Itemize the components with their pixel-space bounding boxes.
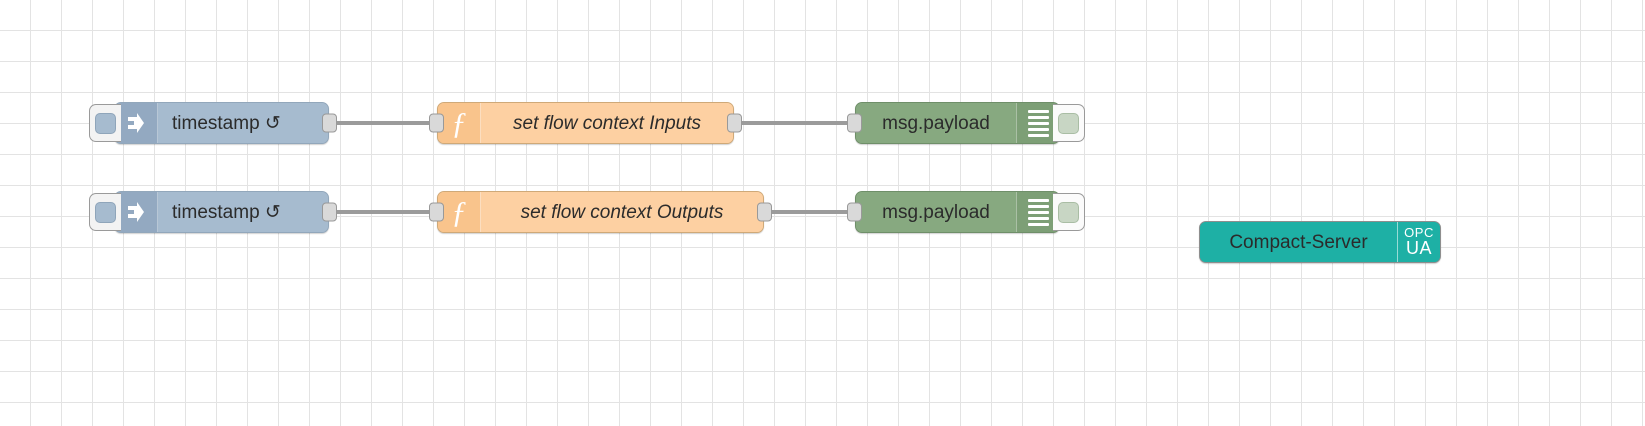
inject-button-knob bbox=[95, 112, 116, 134]
debug-node-body: msg.payload bbox=[856, 192, 1016, 232]
inject-node-outputs[interactable]: timestamp ↺ bbox=[89, 191, 337, 233]
inject-node-inputs[interactable]: timestamp ↺ bbox=[89, 102, 337, 144]
wire-function-to-debug-inputs[interactable] bbox=[731, 121, 856, 125]
function-output-port-outputs[interactable] bbox=[757, 202, 772, 222]
wire-function-to-debug-outputs[interactable] bbox=[761, 210, 857, 214]
inject-node-body: timestamp ↺ bbox=[158, 192, 328, 232]
inject-arrow-icon bbox=[115, 103, 158, 143]
function-node-label: set flow context Outputs bbox=[520, 201, 724, 223]
opcua-node-body: Compact-Server bbox=[1200, 222, 1397, 262]
debug-toggle-knob bbox=[1058, 112, 1079, 134]
debug-input-port-inputs[interactable] bbox=[847, 113, 862, 133]
opcua-node-label: Compact-Server bbox=[1229, 231, 1368, 253]
function-f-icon: ƒ bbox=[438, 192, 481, 232]
function-input-port-outputs[interactable] bbox=[429, 202, 444, 222]
debug-enable-toggle[interactable] bbox=[1053, 104, 1085, 142]
opc-ua-badge-line2: UA bbox=[1405, 238, 1432, 259]
function-f-icon: ƒ bbox=[438, 103, 481, 143]
inject-node-label: timestamp ↺ bbox=[172, 112, 281, 134]
inject-output-port-outputs[interactable] bbox=[322, 202, 337, 222]
function-output-port-inputs[interactable] bbox=[727, 113, 742, 133]
debug-toggle-knob bbox=[1058, 201, 1079, 223]
opcua-server-node[interactable]: Compact-Server OPC UA bbox=[1199, 221, 1441, 263]
inject-node-body: timestamp ↺ bbox=[158, 103, 328, 143]
function-node-label: set flow context Inputs bbox=[513, 112, 701, 134]
debug-list-icon bbox=[1016, 192, 1059, 232]
function-node-body: set flow context Inputs bbox=[481, 103, 733, 143]
wire-inject-to-function-inputs[interactable] bbox=[329, 121, 439, 125]
debug-node-label: msg.payload bbox=[882, 112, 990, 134]
function-node-inputs[interactable]: ƒ set flow context Inputs bbox=[429, 102, 742, 144]
wire-inject-to-function-outputs[interactable] bbox=[329, 210, 439, 214]
debug-node-body: msg.payload bbox=[856, 103, 1016, 143]
inject-output-port-inputs[interactable] bbox=[322, 113, 337, 133]
function-node-body: set flow context Outputs bbox=[481, 192, 763, 232]
debug-enable-toggle[interactable] bbox=[1053, 193, 1085, 231]
debug-node-inputs[interactable]: msg.payload bbox=[847, 102, 1085, 144]
debug-node-outputs[interactable]: msg.payload bbox=[847, 191, 1085, 233]
debug-node-label: msg.payload bbox=[882, 201, 990, 223]
opc-ua-badge-line1: OPC bbox=[1404, 225, 1434, 241]
function-input-port-inputs[interactable] bbox=[429, 113, 444, 133]
debug-list-icon bbox=[1016, 103, 1059, 143]
inject-trigger-button[interactable] bbox=[89, 193, 121, 231]
function-node-outputs[interactable]: ƒ set flow context Outputs bbox=[429, 191, 772, 233]
inject-arrow-icon bbox=[115, 192, 158, 232]
inject-button-knob bbox=[95, 201, 116, 223]
inject-node-label: timestamp ↺ bbox=[172, 201, 281, 223]
debug-input-port-outputs[interactable] bbox=[847, 202, 862, 222]
inject-trigger-button[interactable] bbox=[89, 104, 121, 142]
opc-ua-icon: OPC UA bbox=[1397, 222, 1440, 262]
